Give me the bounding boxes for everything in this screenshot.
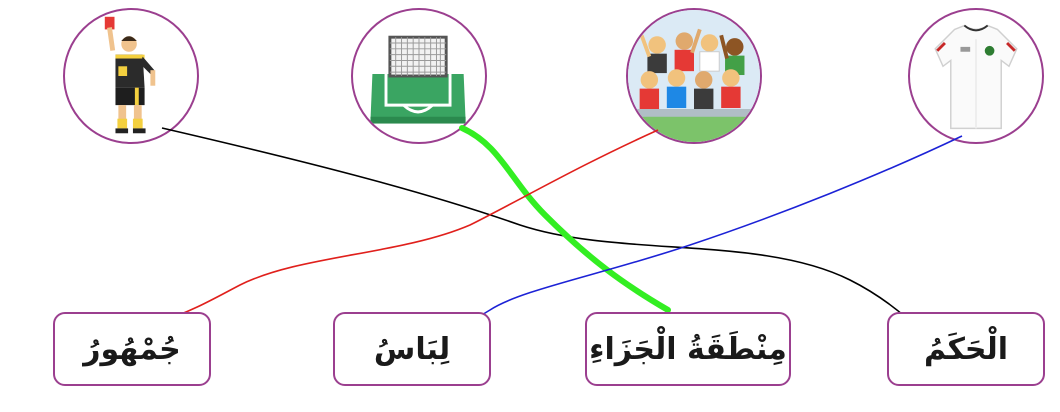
shirt-picture[interactable]: [908, 8, 1044, 144]
word-penalty-area[interactable]: مِنْطَقَةُ الْجَزَاءِ: [585, 312, 791, 386]
line-referee: [161, 127, 926, 336]
word-referee[interactable]: الْحَكَمُ: [887, 312, 1045, 386]
referee-icon: [104, 16, 156, 134]
word-clothing[interactable]: لِبَاسُ: [333, 312, 491, 386]
penalty-area-icon: [370, 35, 466, 124]
line-crowd: [159, 129, 659, 323]
goal-area-picture[interactable]: [351, 8, 487, 144]
line-penalty-area: [459, 125, 671, 313]
referee-picture[interactable]: [63, 8, 199, 144]
jersey-icon: [934, 24, 1018, 130]
word-crowd[interactable]: جُمْهُورُ: [53, 312, 211, 386]
crowd-picture[interactable]: [626, 8, 762, 144]
crowd-icon: [628, 10, 760, 142]
